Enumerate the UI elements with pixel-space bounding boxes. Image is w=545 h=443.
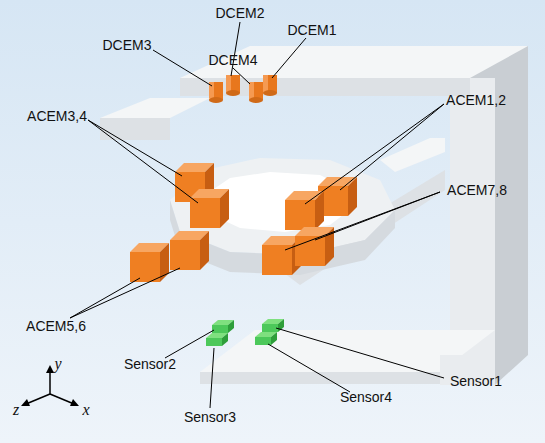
- part-label: DCEM2: [215, 6, 264, 20]
- part-label: DCEM3: [102, 38, 151, 52]
- part-label: Sensor2: [124, 357, 176, 371]
- part-label: ACEM7,8: [447, 183, 507, 197]
- axis-label: z: [13, 402, 19, 418]
- part-label: Sensor3: [184, 410, 236, 424]
- part-label: Sensor4: [340, 390, 392, 404]
- part-label: DCEM4: [208, 53, 257, 67]
- part-label: Sensor1: [450, 374, 502, 388]
- part-label: ACEM1,2: [446, 93, 506, 107]
- axis-label: x: [82, 402, 89, 418]
- part-label: DCEM1: [287, 23, 336, 37]
- axis-label: y: [54, 356, 61, 372]
- part-label: ACEM3,4: [27, 109, 87, 123]
- part-label: ACEM5,6: [26, 319, 86, 333]
